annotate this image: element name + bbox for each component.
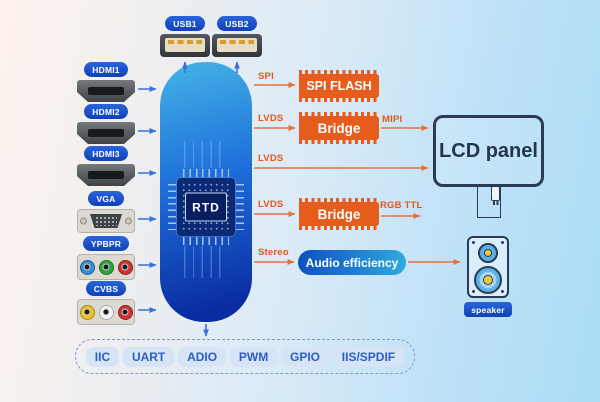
usb2-port-group: USB2 [212,16,262,57]
spi-flash-box: SPI FLASH [299,70,379,102]
bus-label-stereo: Stereo [258,247,289,258]
circuit-traces [184,141,228,168]
cvbs-connector-icon [77,299,135,325]
input-cvbs: CVBS [72,281,140,325]
hdmi1-label: HDMI1 [84,62,128,77]
speaker-woofer [474,266,502,294]
spi-flash-box-label: SPI FLASH [299,74,379,98]
bus-pill-iisspdif: IIS/SPDIF [332,346,405,367]
chip-pins [236,184,244,230]
hdmi3-label: HDMI3 [84,146,128,161]
hdmi2-label: HDMI2 [84,104,128,119]
usb-port-icon [212,34,262,57]
bus-label-rgb-ttl: RGB TTL [380,200,423,211]
speaker-tweeter [478,243,498,263]
hdmi-connector-icon [77,122,135,144]
chip-pins [168,184,176,230]
usb2-label: USB2 [217,16,257,31]
hdmi-connector-icon [77,80,135,102]
bus-label-mipi: MIPI [382,114,403,125]
speaker-label-wrap: speaker [463,302,513,317]
bus-label-lvds3: LVDS [258,199,284,210]
lcd-panel: LCD panel [433,115,544,187]
bus-pill-adio: ADIO [178,346,227,367]
bus-pill-uart: UART [122,346,175,367]
bridge-box-label: Bridge [299,116,379,140]
bus-pill-pwm: PWM [229,346,278,367]
usb1-port-group: USB1 [160,16,210,57]
rtd-chip-icon: RTD [177,178,235,236]
usb-port-icon [160,34,210,57]
chip-pins [183,237,229,245]
chip-label: RTD [185,192,227,222]
input-hdmi3: HDMI3 [72,146,140,186]
audio-efficiency-box: Audio efficiency [298,250,406,275]
input-hdmi2: HDMI2 [72,104,140,144]
circuit-traces [184,246,228,278]
input-vga: VGA [72,191,140,233]
usb1-label: USB1 [165,16,205,31]
bus-pill-iic: IIC [85,346,120,367]
peripheral-bus-bar: IIC UART ADIO PWM GPIO IIS/SPDIF [75,339,415,374]
chip-pins [183,169,229,177]
bridge-mipi-box: Bridge [299,112,379,144]
vga-label: VGA [88,191,124,206]
lcd-plug-icon [491,186,500,205]
vga-connector-icon [77,209,135,233]
cvbs-label: CVBS [85,281,127,296]
bridge-rgb-box: Bridge [299,198,379,230]
bus-label-lvds1: LVDS [258,113,284,124]
bridge-box-label: Bridge [299,202,379,226]
ypbpr-label: YPBPR [82,236,130,251]
bus-label-lvds2: LVDS [258,153,284,164]
bus-label-spi: SPI [258,71,274,82]
ypbpr-connector-icon [77,254,135,280]
speaker-icon [467,236,509,298]
input-ypbpr: YPBPR [72,236,140,280]
hdmi-connector-icon [77,164,135,186]
bus-pill-gpio: GPIO [280,346,329,367]
speaker-label: speaker [464,302,512,317]
input-hdmi1: HDMI1 [72,62,140,102]
